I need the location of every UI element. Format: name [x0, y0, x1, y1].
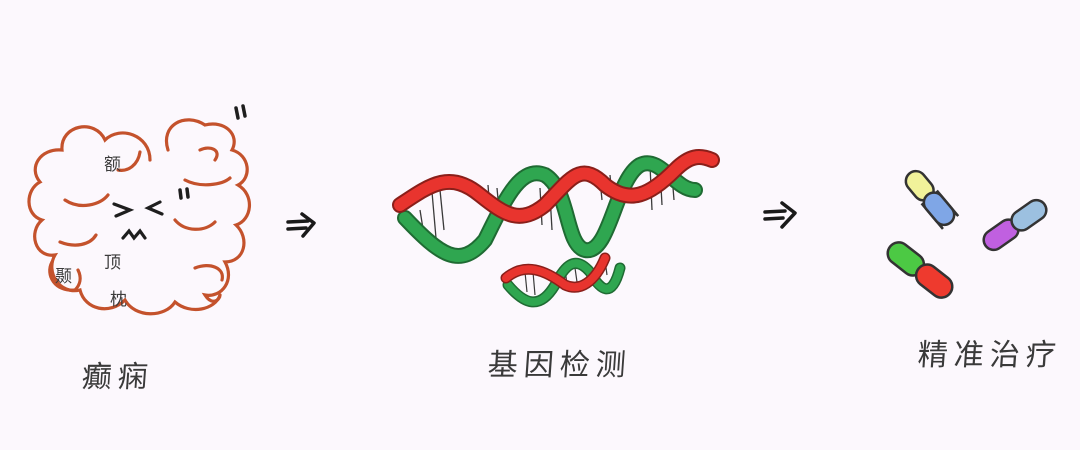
arrow-icon	[286, 212, 316, 238]
capsule-purple-blue	[982, 198, 1048, 252]
brain-icon	[27, 118, 251, 316]
capsule-yellow-blue	[904, 169, 960, 230]
dna-fragment-icon	[500, 252, 626, 308]
pained-face-icon	[112, 200, 164, 241]
lobe-label-temporal: 颞	[55, 267, 72, 287]
step-label-precision-treatment: 精准治疗	[916, 338, 1063, 373]
dna-helix-icon	[392, 149, 720, 264]
step-label-epilepsy: 癫痫	[80, 360, 155, 395]
capsule-green-red	[886, 241, 954, 299]
arrow-icon	[763, 201, 797, 229]
stress-marks-icon	[178, 104, 247, 200]
lobe-label-parietal: 顶	[104, 253, 121, 273]
capsules-icon	[886, 169, 1048, 299]
lobe-label-occipital: 枕	[110, 290, 127, 310]
step-label-gene-testing: 基因检测	[486, 348, 633, 383]
lobe-label-frontal: 额	[104, 155, 121, 175]
